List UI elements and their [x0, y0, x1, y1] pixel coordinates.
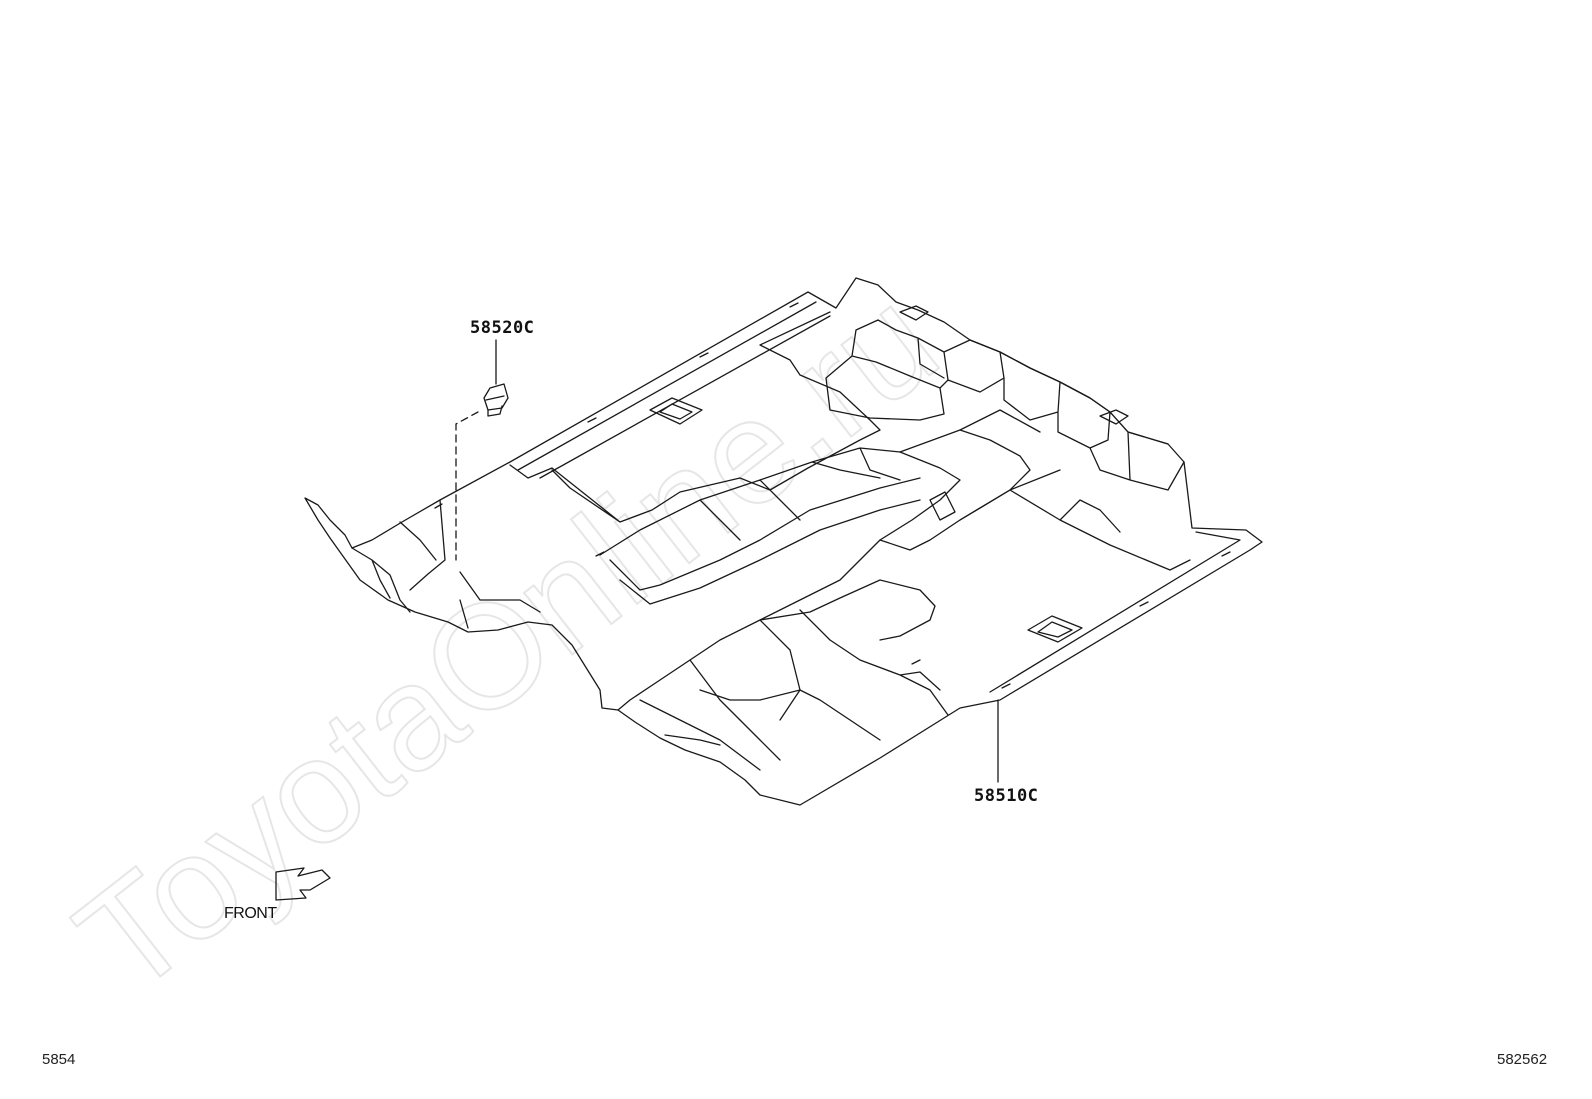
front-left-well	[509, 311, 881, 523]
rear-edge	[517, 301, 1241, 693]
figure-id-right: 582562	[1497, 1051, 1548, 1068]
callout-58520c[interactable]: 58520C	[470, 318, 535, 338]
center-tunnel	[599, 447, 961, 721]
rear-floor	[959, 409, 1191, 571]
clip-leader-dashed	[455, 411, 479, 561]
hook-front-right	[1027, 615, 1083, 643]
front-left-corner	[351, 499, 541, 629]
front-right-floor	[639, 579, 949, 771]
front-label: FRONT	[224, 905, 277, 922]
rear-risers	[825, 305, 1185, 491]
hook-rear-left	[649, 397, 703, 425]
tunnel-rear	[879, 429, 1031, 551]
figure-id-left: 5854	[42, 1051, 76, 1068]
front-arrow-icon	[275, 867, 331, 901]
carpet-outline	[304, 277, 1263, 806]
clip-58520c	[483, 383, 509, 417]
edge-slots	[434, 302, 1231, 689]
callout-58510c[interactable]: 58510C	[974, 786, 1039, 806]
